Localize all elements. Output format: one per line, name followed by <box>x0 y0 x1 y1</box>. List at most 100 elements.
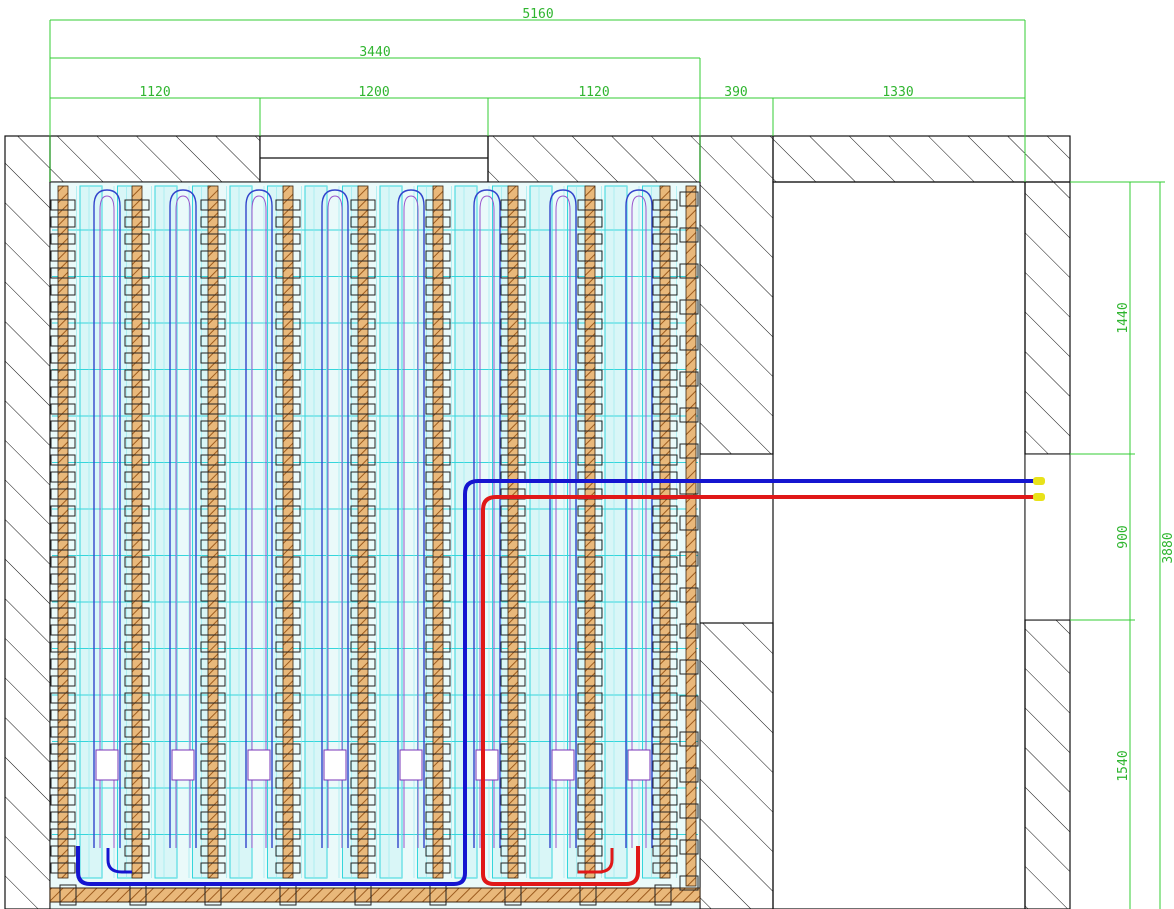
joist-bracket <box>652 556 678 568</box>
joist-bracket <box>124 624 150 636</box>
joist-bracket <box>50 420 76 432</box>
joist-bracket <box>500 675 526 687</box>
joist-bracket <box>200 828 226 840</box>
joist-bracket <box>500 267 526 279</box>
joist-bracket <box>652 862 678 874</box>
timber-joist <box>357 185 369 879</box>
joist-bracket <box>652 284 678 296</box>
joist-bracket <box>50 862 76 874</box>
joist-bracket <box>350 488 376 500</box>
joist-bracket <box>200 658 226 670</box>
joist-bracket <box>200 845 226 857</box>
joist-bracket <box>577 539 603 551</box>
edge-bracket <box>679 731 699 747</box>
joist-bracket <box>50 471 76 483</box>
joist-bracket <box>50 403 76 415</box>
joist-bracket <box>425 590 451 602</box>
joist-bracket <box>275 811 301 823</box>
joist-bracket <box>275 709 301 721</box>
joist-bracket <box>425 403 451 415</box>
dim-seg-passage-label: 390 <box>724 85 747 100</box>
loop-pipe <box>555 195 571 848</box>
joist-bracket <box>50 301 76 313</box>
joist-bracket <box>350 743 376 755</box>
joist-bracket <box>350 726 376 738</box>
sill-bracket <box>59 884 77 906</box>
edge-bracket <box>679 191 699 207</box>
joist-bracket <box>350 216 376 228</box>
heating-panel <box>379 185 403 879</box>
joist-bracket <box>275 335 301 347</box>
heating-panel <box>604 185 628 879</box>
joist-bracket <box>350 777 376 789</box>
joist-bracket <box>275 267 301 279</box>
joist-bracket <box>50 539 76 551</box>
joist-bracket <box>652 692 678 704</box>
joist-bracket <box>652 301 678 313</box>
joist-bracket <box>350 318 376 330</box>
joist-bracket <box>124 301 150 313</box>
joist-bracket <box>200 454 226 466</box>
joist-bracket <box>50 267 76 279</box>
joist-bracket <box>652 437 678 449</box>
joist-bracket <box>275 828 301 840</box>
joist-bracket <box>200 471 226 483</box>
timber-joist <box>207 185 219 879</box>
joist-bracket <box>124 471 150 483</box>
joist-bracket <box>200 267 226 279</box>
joist-bracket <box>652 828 678 840</box>
heating-panel <box>529 185 553 879</box>
joist-bracket <box>500 573 526 585</box>
joist-bracket <box>124 590 150 602</box>
joist-bracket <box>577 437 603 449</box>
joist-bracket <box>652 641 678 653</box>
dim-total-label: 5160 <box>522 7 553 22</box>
joist-bracket <box>350 233 376 245</box>
joist-bracket <box>652 573 678 585</box>
joist-bracket <box>200 539 226 551</box>
joist-bracket <box>200 199 226 211</box>
loop-pipe <box>169 189 197 848</box>
joist-bracket <box>425 471 451 483</box>
edge-bracket <box>679 839 699 855</box>
joist-bracket <box>50 607 76 619</box>
walls <box>4 135 1071 909</box>
joist-bracket <box>124 420 150 432</box>
wall-right-lower <box>1024 619 1071 909</box>
joist-bracket <box>50 318 76 330</box>
joist-bracket <box>50 369 76 381</box>
manifold-gap <box>475 749 499 781</box>
edge-bracket <box>679 263 699 279</box>
joist-bracket <box>350 828 376 840</box>
joist-bracket <box>50 845 76 857</box>
joist-bracket <box>577 352 603 364</box>
joist-bracket <box>50 284 76 296</box>
joist-bracket <box>124 250 150 262</box>
joist-bracket <box>500 522 526 534</box>
joist-bracket <box>200 709 226 721</box>
joist-bracket <box>425 301 451 313</box>
joist-bracket <box>652 267 678 279</box>
manifold-gap <box>247 749 271 781</box>
joist-bracket <box>425 386 451 398</box>
joist-bracket <box>50 828 76 840</box>
joist-bracket <box>275 777 301 789</box>
joist-bracket <box>577 335 603 347</box>
joist-bracket <box>350 624 376 636</box>
joist-bracket <box>577 743 603 755</box>
joist-bracket <box>350 845 376 857</box>
joist-bracket <box>124 454 150 466</box>
joist-bracket <box>652 522 678 534</box>
joist-bracket <box>124 284 150 296</box>
joist-bracket <box>500 556 526 568</box>
joist-bracket <box>275 692 301 704</box>
wall-top-left <box>49 135 261 183</box>
joist-bracket <box>200 233 226 245</box>
joist-bracket <box>350 403 376 415</box>
joist-bracket <box>124 743 150 755</box>
joist-bracket <box>200 641 226 653</box>
joist-bracket <box>425 284 451 296</box>
joist-bracket <box>500 590 526 602</box>
joist-bracket <box>577 726 603 738</box>
joist-bracket <box>500 420 526 432</box>
